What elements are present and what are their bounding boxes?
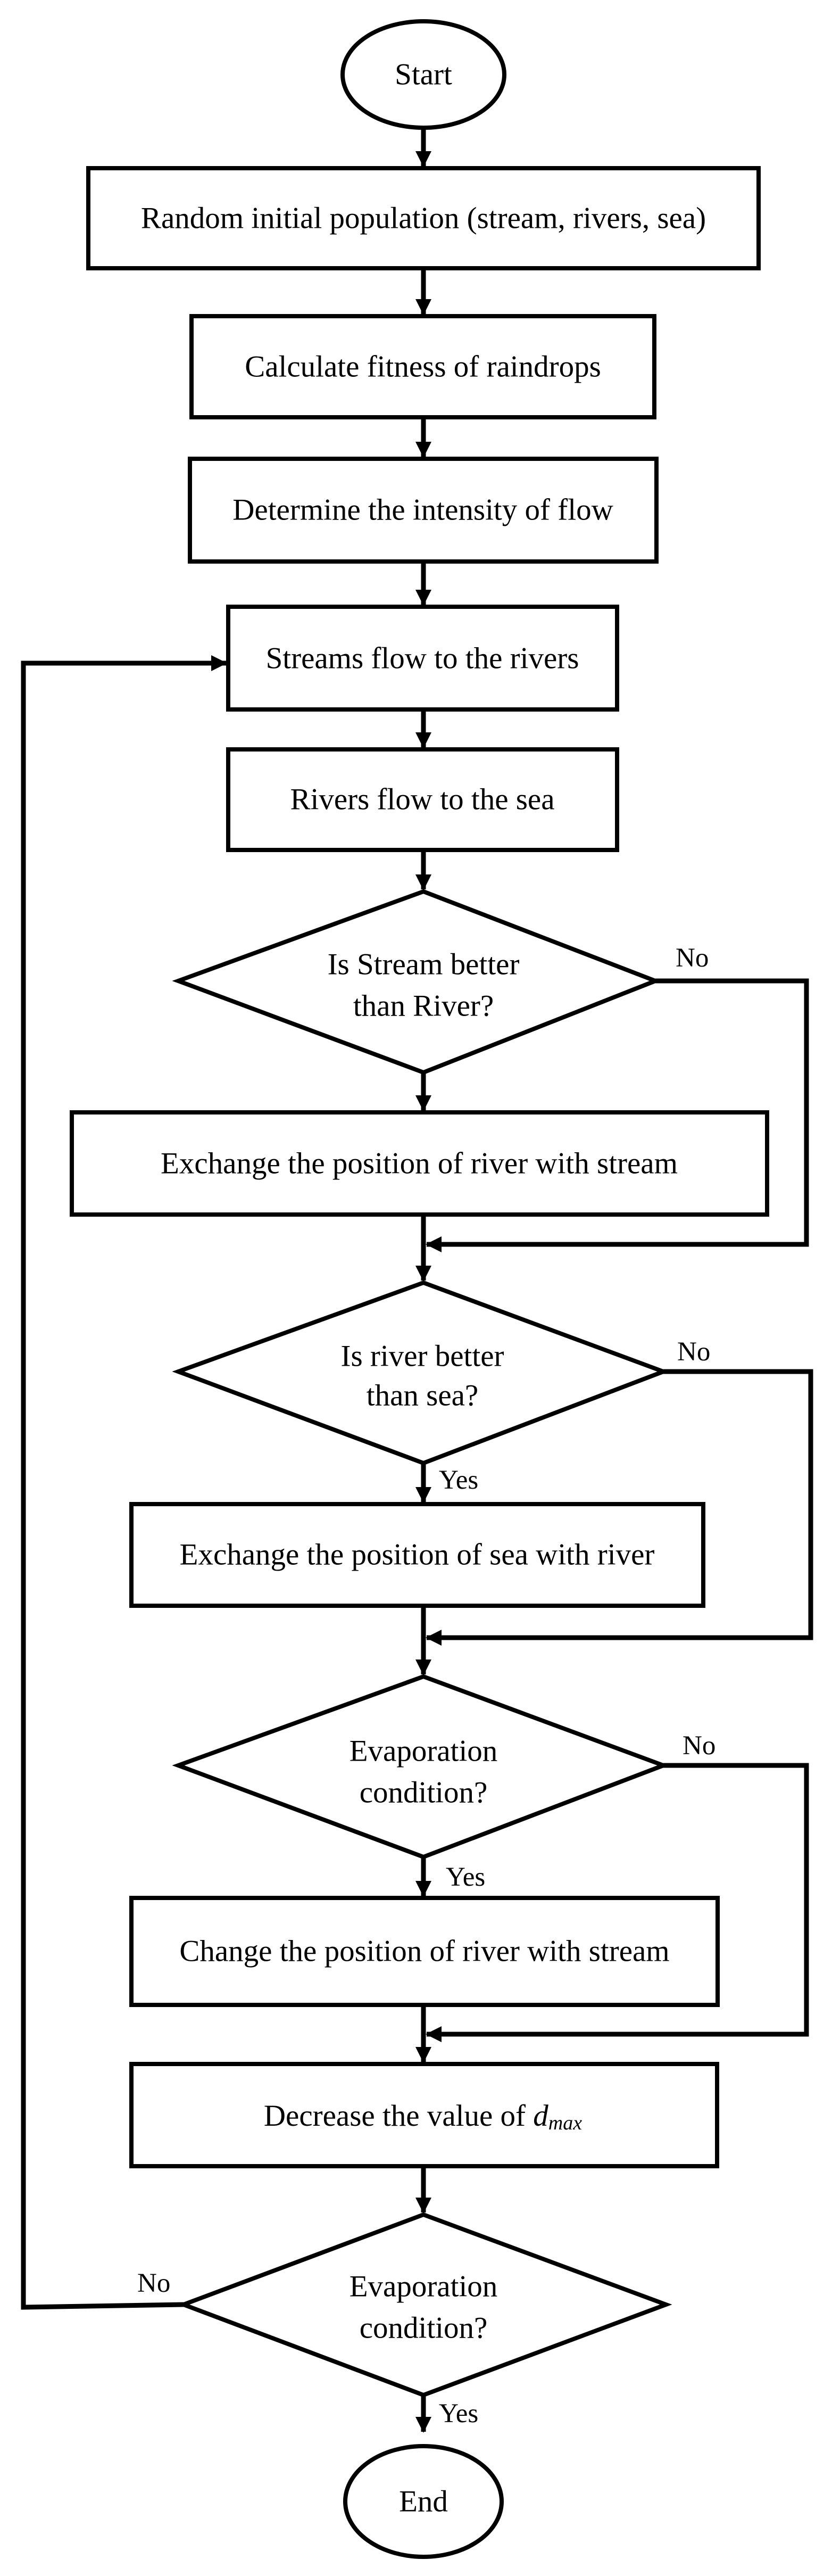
decision-4-yes-label: Yes — [439, 2399, 478, 2429]
process-decrease-dmax: Decrease the value of dmax — [129, 2062, 719, 2168]
process-rivers-flow-to-sea: Rivers flow to the sea — [226, 747, 619, 852]
decision-3-no-label: No — [683, 1731, 715, 1761]
decrease-dmax-label: Decrease the value of dmax — [264, 2099, 582, 2135]
decision-evaporation-condition-1: Evaporation condition? No Yes — [172, 1674, 715, 1892]
exchange-river-stream-label: Exchange the position of river with stre… — [161, 1147, 678, 1180]
arrow-decision-4-no-loop-back — [21, 655, 227, 2310]
initial-population-label: Random initial population (stream, river… — [141, 202, 706, 235]
decision-4-no-label: No — [137, 2268, 170, 2298]
decision-river-better-than-sea: Is river better than sea? No Yes — [172, 1280, 710, 1495]
rivers-flow-label: Rivers flow to the sea — [290, 783, 554, 816]
decision-2-no-label: No — [677, 1337, 710, 1367]
start-label: Start — [395, 58, 452, 92]
process-change-river-with-stream: Change the position of river with stream — [129, 1896, 720, 2007]
process-streams-flow-to-rivers: Streams flow to the rivers — [226, 605, 619, 712]
exchange-sea-river-label: Exchange the position of sea with river — [180, 1538, 655, 1572]
decision-2-line-1: Is river better — [340, 1340, 504, 1373]
decision-1-line-1: Is Stream better — [328, 948, 520, 981]
decision-4-line-1: Evaporation — [350, 2270, 498, 2303]
process-calculate-fitness: Calculate fitness of raindrops — [189, 314, 656, 419]
arrow-decision-3-no-bypass — [426, 1763, 809, 2042]
decision-2-line-2: than sea? — [367, 1379, 478, 1413]
connectors — [21, 128, 813, 2433]
decision-1-line-2: than River? — [353, 989, 494, 1023]
decision-3-yes-label: Yes — [446, 1862, 485, 1892]
decision-1-no-label: No — [676, 943, 709, 973]
process-initial-population: Random initial population (stream, river… — [86, 166, 761, 270]
decision-2-yes-label: Yes — [439, 1465, 478, 1495]
process-exchange-sea-with-river: Exchange the position of sea with river — [129, 1502, 705, 1608]
decision-evaporation-condition-2: Evaporation condition? No Yes — [137, 2212, 672, 2429]
decision-3-line-1: Evaporation — [350, 1735, 498, 1768]
intensity-of-flow-label: Determine the intensity of flow — [232, 493, 613, 527]
streams-flow-label: Streams flow to the rivers — [266, 642, 579, 675]
process-intensity-of-flow: Determine the intensity of flow — [188, 457, 659, 564]
decrease-dmax-prefix: Decrease the value of — [264, 2099, 533, 2133]
end-terminal: End — [343, 2444, 504, 2559]
arrow-decision-2-no-bypass — [426, 1369, 813, 1646]
dmax-subscript: max — [548, 2112, 582, 2134]
dmax-variable: d — [533, 2099, 548, 2133]
decision-4-line-2: condition? — [360, 2311, 488, 2345]
decision-stream-better-than-river: Is Stream better than River? No — [172, 889, 709, 1075]
decision-3-line-2: condition? — [360, 1776, 488, 1810]
calculate-fitness-label: Calculate fitness of raindrops — [245, 350, 601, 384]
start-terminal: Start — [340, 19, 506, 130]
process-exchange-river-with-stream: Exchange the position of river with stre… — [70, 1110, 769, 1217]
arrow-decision-1-no-bypass — [426, 978, 809, 1252]
change-river-stream-label: Change the position of river with stream — [179, 1935, 669, 1968]
end-label: End — [399, 2485, 448, 2519]
